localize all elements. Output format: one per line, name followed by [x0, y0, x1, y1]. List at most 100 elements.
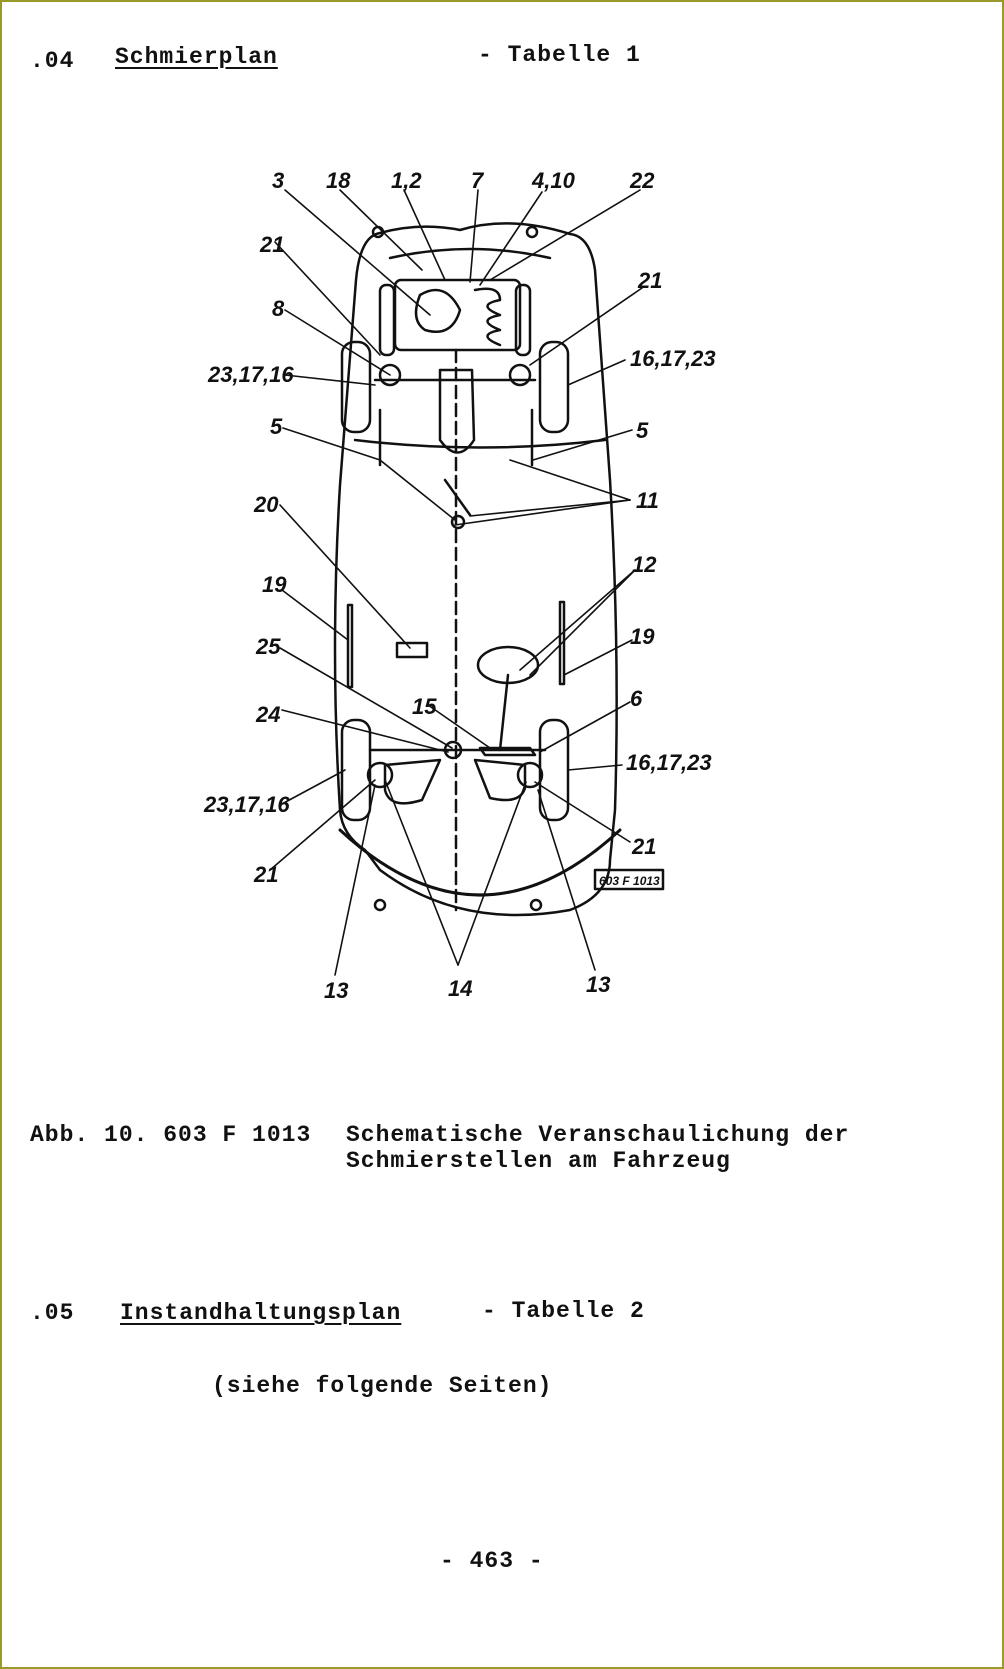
right-seat-rail — [558, 600, 566, 686]
callout-18: 18 — [326, 170, 351, 193]
rear-stud-right — [529, 898, 543, 912]
front-left-hub — [378, 363, 402, 387]
callout-23-17-16-bottom: 23,17,16 — [203, 792, 290, 817]
leader-15 — [427, 704, 491, 749]
gearbox — [438, 368, 476, 454]
section-04-title: Schmierplan — [115, 44, 278, 70]
callout-3: 3 — [272, 170, 284, 193]
engine-detail — [414, 288, 462, 333]
rear-center-joint — [443, 740, 463, 760]
leader-13-left — [334, 784, 376, 976]
callout-23-17-16-top: 23,17,16 — [207, 362, 294, 387]
callout-16-17-23-top: 16,17,23 — [630, 346, 716, 371]
rear-right-wheel — [538, 718, 570, 822]
shift-lever — [443, 478, 472, 517]
callout-14: 14 — [448, 976, 472, 1001]
callout-21-bottom-right: 21 — [631, 834, 656, 859]
callout-19-left: 19 — [262, 572, 287, 597]
leader-21-top-right — [529, 287, 643, 366]
leader-25 — [279, 647, 453, 749]
front-right-hub — [508, 363, 532, 387]
leader-22 — [489, 189, 641, 281]
leader-23-17-16-bottom — [279, 769, 346, 806]
callout-20: 20 — [253, 492, 279, 517]
callout-13-left: 13 — [324, 978, 348, 1003]
leader-21-bottom-left — [269, 779, 376, 871]
callout-22: 22 — [629, 170, 655, 193]
leader-7 — [469, 189, 479, 283]
battery-box — [395, 641, 429, 659]
rear-stud-left — [373, 898, 387, 912]
callout-4-10: 4,10 — [531, 170, 576, 193]
leader-19-left — [281, 589, 349, 641]
section-05-table-ref: - Tabelle 2 — [482, 1298, 645, 1324]
callout-8: 8 — [272, 296, 285, 321]
engine-fins — [473, 287, 502, 347]
front-right-wheel — [538, 340, 570, 434]
hood-line — [388, 247, 552, 260]
rear-bumper — [338, 828, 622, 897]
leader-16-17-23-bottom — [567, 764, 623, 771]
section-05-title: Instandhaltungsplan — [120, 1300, 402, 1326]
leader-21-top-left — [274, 241, 381, 356]
drawing-code-label: 603 F 1013 — [599, 874, 660, 888]
front-panel-line — [353, 438, 607, 449]
leader-16-17-23-top — [567, 359, 626, 386]
steering-column — [498, 673, 510, 752]
section-05-number: .05 — [30, 1300, 75, 1326]
leader-18 — [339, 189, 423, 271]
section-04-number: .04 — [30, 48, 75, 74]
shift-knob — [450, 514, 466, 530]
callout-11: 11 — [636, 488, 659, 513]
car-body-outline — [333, 222, 618, 917]
leader-23-17-16-top — [284, 374, 376, 386]
leader-11-c — [454, 499, 631, 526]
callout-13-right: 13 — [586, 972, 610, 997]
page-number: - 463 - — [440, 1548, 544, 1574]
leader-12-b — [529, 569, 636, 676]
section-05-note: (siehe folgende Seiten) — [212, 1373, 553, 1399]
leader-12-a — [519, 569, 636, 671]
front-right-strut — [514, 283, 532, 357]
leader-8 — [284, 309, 391, 376]
leader-21-bottom-right — [534, 781, 631, 843]
rear-left-spring — [366, 761, 394, 789]
leader-19-right — [563, 639, 633, 676]
leader-5-left — [282, 427, 381, 461]
rear-right-swing-arm — [473, 758, 527, 802]
leader-4-10 — [479, 191, 543, 286]
callout-16-17-23-bottom: 16,17,23 — [626, 750, 712, 775]
callout-24: 24 — [255, 702, 280, 727]
leader-14-a — [384, 779, 459, 966]
figure-caption-ref: Abb. 10. 603 F 1013 — [30, 1122, 312, 1148]
callout-6: 6 — [630, 686, 643, 711]
callout-1-2: 1,2 — [391, 170, 422, 193]
front-stud-right — [525, 225, 539, 239]
callout-15: 15 — [412, 694, 437, 719]
leader-14-b — [457, 781, 527, 966]
leader-5-right — [532, 429, 633, 461]
callout-5-right: 5 — [636, 418, 649, 443]
leader-24 — [281, 709, 449, 753]
callout-5-left: 5 — [270, 414, 283, 439]
callout-21-bottom-left: 21 — [253, 862, 278, 887]
callout-12: 12 — [632, 552, 657, 577]
lubrication-diagram: 3 18 1,2 7 4,10 22 21 21 8 23,17,16 16,1… — [190, 170, 790, 1080]
callout-21-top-right: 21 — [637, 268, 662, 293]
leader-20 — [279, 504, 411, 649]
rear-left-swing-arm — [383, 758, 442, 805]
leader-11-a — [469, 499, 631, 517]
leader-1-2 — [403, 189, 446, 281]
callout-25: 25 — [255, 634, 281, 659]
front-left-wheel — [340, 340, 372, 434]
callout-19-right: 19 — [630, 624, 655, 649]
leader-6 — [539, 701, 631, 753]
drawing-code-box — [593, 868, 665, 891]
leader-11-d — [379, 459, 456, 521]
figure-caption-line-1: Schematische Veranschaulichung der — [346, 1122, 850, 1148]
leader-11-b — [509, 459, 631, 501]
callout-7: 7 — [471, 170, 485, 193]
left-seat-rail — [346, 603, 354, 689]
leader-13-right — [537, 789, 596, 971]
